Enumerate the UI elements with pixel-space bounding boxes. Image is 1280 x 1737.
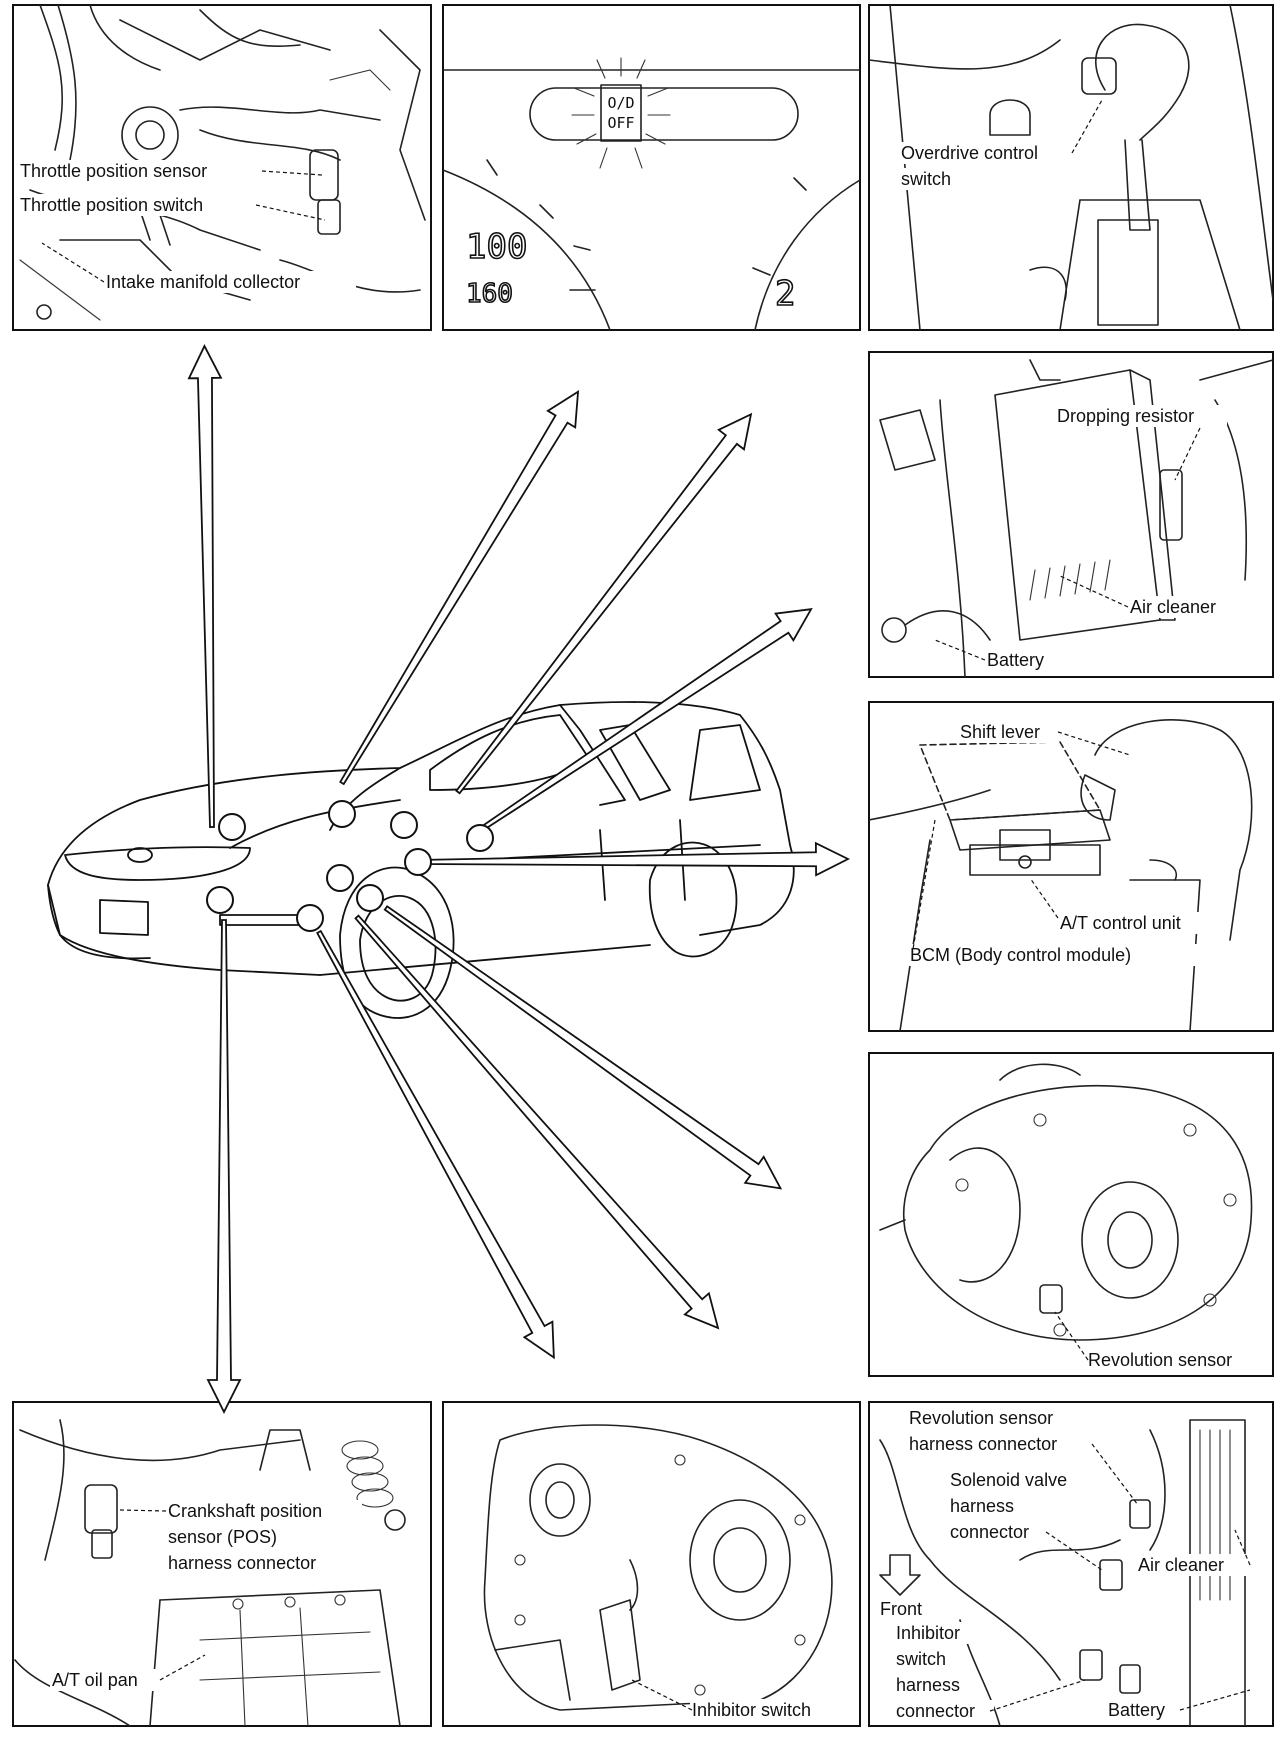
revolution-sensor-body [1039, 1284, 1063, 1314]
panel-crankshaft-sensor: Crankshaft position sensor (POS) harness… [12, 1401, 432, 1727]
dropping-resistor-body [1159, 469, 1183, 541]
throttle-labels: Throttle position sensor Throttle positi… [18, 160, 356, 293]
label-inhibitor-switch: Inhibitor switch [692, 1700, 811, 1720]
inhibitor-switch-body [599, 1599, 641, 1691]
label-battery-connectors-panel: Battery [1108, 1700, 1165, 1720]
throttle-body-sketch [19, 5, 426, 321]
arrow-to-overdrive-switch [455, 412, 753, 795]
label-air-cleaner: Air cleaner [1130, 597, 1216, 617]
transaxle-case [902, 1084, 1253, 1341]
od-indicator-line1: O/D [607, 94, 634, 112]
panel-frame [442, 4, 861, 331]
label-rev-sensor-connector-line1: Revolution sensor [909, 1408, 1053, 1428]
label-inhibitor-connector-line1: Inhibitor [896, 1623, 960, 1643]
marker-battery-area [466, 824, 494, 852]
panel-control-units: Shift lever A/T control unit BCM (Body c… [868, 701, 1274, 1032]
callout-arrows [187, 344, 851, 1415]
label-throttle-position-sensor: Throttle position sensor [20, 161, 207, 181]
label-air-cleaner-connectors-panel: Air cleaner [1138, 1555, 1224, 1575]
label-shift-lever: Shift lever [960, 722, 1040, 742]
panel-frame [868, 1052, 1274, 1377]
label-inhibitor-connector-line2: switch [896, 1649, 946, 1669]
indicator-window [529, 87, 799, 141]
rear-wheel [648, 841, 738, 958]
shift-lever-knob [1094, 719, 1253, 941]
tachometer-mark-2: 2 [775, 274, 795, 314]
label-bcm: BCM (Body control module) [910, 945, 1131, 965]
panel-revolution-sensor: Revolution sensor [868, 1052, 1274, 1377]
arrow-to-battery-area [477, 608, 813, 833]
label-solenoid-connector-line2: harness [950, 1496, 1014, 1516]
label-at-oil-pan: A/T oil pan [52, 1670, 138, 1690]
marker-control-units [404, 848, 432, 876]
marker-revolution-sensor [326, 864, 354, 892]
front-direction-arrow [879, 1554, 921, 1596]
arrow-to-connectors [354, 914, 720, 1330]
label-crankshaft-line1: Crankshaft position [168, 1501, 322, 1521]
label-intake-manifold-collector: Intake manifold collector [106, 272, 300, 292]
panel-frame [868, 351, 1274, 678]
label-overdrive-control-line2: switch [901, 169, 951, 189]
marker-overdrive [390, 811, 418, 839]
label-battery: Battery [987, 650, 1044, 670]
arrow-to-crankshaft-sensor [206, 919, 242, 1415]
arrow-to-revolution-sensor [383, 905, 783, 1190]
panel-instrument-cluster: O/D OFF 100 160 [442, 4, 861, 331]
crankshaft-connector [84, 1484, 118, 1534]
label-at-control-unit: A/T control unit [1060, 913, 1181, 933]
marker-inhibitor [296, 904, 324, 932]
label-solenoid-connector-line3: connector [950, 1522, 1029, 1542]
arrow-to-control-units [417, 841, 851, 877]
panel-inhibitor-switch: Inhibitor switch [442, 1401, 861, 1727]
label-crankshaft-line2: sensor (POS) [168, 1527, 277, 1547]
at-control-unit-body [969, 844, 1101, 876]
vehicle-outline [47, 701, 795, 1019]
speedometer-arc [443, 169, 611, 330]
panel-frame [868, 701, 1274, 1032]
arrow-to-throttle [187, 344, 223, 828]
label-front: Front [880, 1599, 922, 1619]
boot-ribs [341, 1440, 394, 1508]
od-off-indicator [600, 84, 642, 142]
indicator-glow-rays [571, 57, 671, 169]
label-throttle-position-switch: Throttle position switch [20, 195, 203, 215]
marker-connectors [356, 884, 384, 912]
label-crankshaft-line3: harness connector [168, 1553, 316, 1573]
speedometer-mark-100: 100 [466, 227, 527, 267]
label-solenoid-connector-line1: Solenoid valve [950, 1470, 1067, 1490]
label-dropping-resistor: Dropping resistor [1057, 406, 1194, 426]
speedometer-mark-160: 160 [466, 279, 513, 309]
panel-overdrive-switch: Overdrive control switch [868, 4, 1274, 331]
panel-throttle-position: Throttle position sensor Throttle positi… [12, 4, 432, 331]
label-rev-sensor-connector-line2: harness connector [909, 1434, 1057, 1454]
arrow-to-cluster [339, 389, 580, 786]
battery-terminal [881, 617, 907, 643]
arrow-to-inhibitor-switch [316, 929, 555, 1360]
marker-throttle [218, 813, 246, 841]
marker-crankshaft [206, 886, 234, 914]
tachometer-arc [754, 179, 860, 330]
od-indicator-line2: OFF [607, 114, 634, 132]
panel-harness-connectors: Revolution sensor harness connector Sole… [868, 1401, 1274, 1727]
panel-dropping-resistor: Dropping resistor Air cleaner Battery [868, 351, 1274, 678]
transaxle-housing [483, 1424, 833, 1711]
overdrive-button [1081, 57, 1117, 95]
label-overdrive-control-line1: Overdrive control [901, 143, 1038, 163]
label-inhibitor-connector-line3: harness [896, 1675, 960, 1695]
label-inhibitor-connector-line4: connector [896, 1701, 975, 1721]
marker-cluster [328, 800, 356, 828]
panel-frame [868, 4, 1274, 331]
location-markers [206, 800, 494, 932]
label-revolution-sensor: Revolution sensor [1088, 1350, 1232, 1370]
shift-knob [1094, 23, 1190, 141]
panel-frame [442, 1401, 861, 1727]
